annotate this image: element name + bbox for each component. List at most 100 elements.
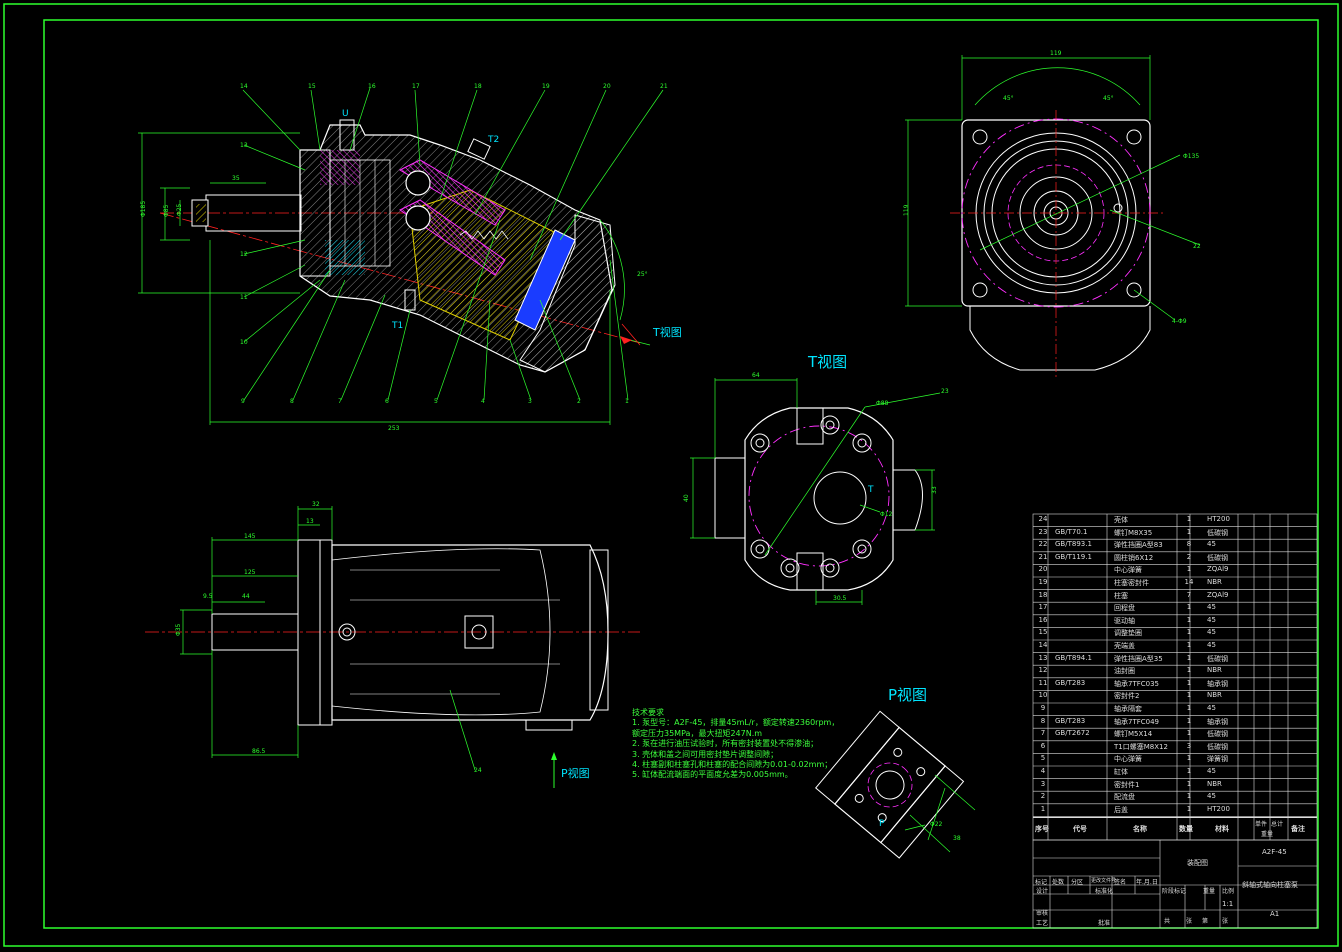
bom-cell-name: 驱动轴 xyxy=(1114,616,1135,625)
dim-side-len-2: 125 xyxy=(244,569,256,576)
balloon-13: 13 xyxy=(240,142,248,149)
bom-cell-name: T1口螺塞M8X12 xyxy=(1114,742,1168,751)
bom-cell-qty: 1 xyxy=(1186,527,1192,536)
bom-header-no: 序号 xyxy=(1035,825,1049,833)
bom-cell-qty: 1 xyxy=(1186,565,1192,574)
bom-cell-no: 10 xyxy=(1038,691,1048,700)
balloon-7: 7 xyxy=(338,398,342,405)
bom-cell-name: 轴承隔套 xyxy=(1114,705,1142,713)
bom-cell-qty: 1 xyxy=(1186,754,1192,763)
bom-cell-no: 21 xyxy=(1038,552,1048,561)
bom-cell-mat: NBR xyxy=(1207,666,1222,675)
bom-cell-no: 18 xyxy=(1038,590,1048,599)
bom-cell-name: 柱塞 xyxy=(1114,591,1128,600)
bom-cell-mat: 低碳钢 xyxy=(1207,730,1228,739)
inner-frame xyxy=(43,19,1319,929)
bom-cell-code: GB/T893.1 xyxy=(1055,540,1092,549)
bom-cell-qty: 1 xyxy=(1186,615,1192,624)
tb-process: 工艺 xyxy=(1036,920,1049,927)
outer-frame xyxy=(3,3,1339,947)
bom-cell-mat: 弹簧钢 xyxy=(1207,755,1228,764)
bom-header-mat: 材料 xyxy=(1215,825,1229,833)
bom-cell-qty: 3 xyxy=(1186,741,1192,750)
bom-cell-qty: 2 xyxy=(1186,552,1192,561)
bom-cell-mat: 低碳钢 xyxy=(1207,528,1228,537)
bom-cell-no: 14 xyxy=(1038,641,1048,649)
bom-cell-qty: 1 xyxy=(1186,678,1192,687)
balloon-12: 12 xyxy=(240,251,248,258)
p-view xyxy=(815,710,976,859)
bom-cell-name: 壳体 xyxy=(1114,516,1128,524)
tb-row-label-3: 更改文件号 xyxy=(1091,878,1117,884)
notes-line-6: 5. 缸体配流端面的平面度允差为0.005mm。 xyxy=(632,770,793,780)
tb-subtitle: 斜轴式轴向柱塞泵 xyxy=(1242,881,1298,889)
dim-p-angle: Φ22 xyxy=(930,821,943,828)
dim-right-dia: Φ135 xyxy=(1183,153,1199,160)
bom-cell-qty: 14 xyxy=(1184,578,1194,586)
bom-cell-mat: 低碳钢 xyxy=(1207,654,1228,663)
balloon-9: 9 xyxy=(241,398,245,405)
bom-cell-mat: 45 xyxy=(1207,792,1216,801)
dim-side-top-2: 13 xyxy=(306,518,314,525)
bom-cell-name: 密封件2 xyxy=(1114,692,1140,701)
dim-t-dia: Φ88 xyxy=(876,400,889,407)
tb-row-label-4: 签名 xyxy=(1114,879,1127,886)
balloon-4: 4 xyxy=(481,398,485,405)
dim-t-width: 64 xyxy=(752,372,760,379)
bom-cell-no: 9 xyxy=(1040,704,1046,712)
bom-cell-no: 8 xyxy=(1040,716,1046,725)
bom-cell-mat: 45 xyxy=(1207,704,1216,712)
bom-cell-mat: NBR xyxy=(1207,578,1222,586)
bom-cell-mat: 45 xyxy=(1207,767,1216,775)
bom-cell-mat: HT200 xyxy=(1207,515,1230,523)
bom-cell-name: 回程盘 xyxy=(1114,604,1135,613)
notes-line-3: 2. 泵在进行油压试验时，所有密封装置处不得渗油； xyxy=(632,739,819,749)
tb-design: 设计 xyxy=(1036,888,1049,895)
bom-cell-mat: 轴承钢 xyxy=(1207,717,1228,726)
bom-cell-mat: 45 xyxy=(1207,603,1216,612)
bom-cell-no: 15 xyxy=(1038,628,1048,637)
bom-cell-name: 缸体 xyxy=(1114,768,1128,776)
main-section-view xyxy=(138,87,664,425)
bom-cell-no: 24 xyxy=(1038,515,1048,523)
bom-cell-name: 配流盘 xyxy=(1114,793,1135,802)
bom-cell-no: 22 xyxy=(1038,540,1048,549)
bom-cell-qty: 1 xyxy=(1186,653,1192,662)
dim-t-hole: Φ12 xyxy=(880,511,893,518)
bom-header-total: 总计 xyxy=(1271,821,1284,828)
tb-approve: 批准 xyxy=(1098,920,1111,927)
bom-cell-name: 后盖 xyxy=(1114,805,1128,814)
port-t-label: T xyxy=(867,485,874,495)
bom-cell-no: 19 xyxy=(1038,578,1048,586)
bom-cell-no: 2 xyxy=(1040,792,1046,801)
bom-cell-no: 4 xyxy=(1040,767,1046,775)
t-view-arrow-label: T视图 xyxy=(652,325,682,339)
balloon-21: 21 xyxy=(660,83,668,90)
bom-cell-mat: 低碳钢 xyxy=(1207,553,1228,562)
tb-standard: 标准化 xyxy=(1095,888,1114,895)
bom-cell-qty: 1 xyxy=(1186,666,1192,675)
notes-title: 技术要求 xyxy=(632,708,664,717)
bom-cell-qty: 1 xyxy=(1186,729,1192,738)
bom-cell-no: 5 xyxy=(1040,754,1046,763)
bom-cell-mat: HT200 xyxy=(1207,804,1230,813)
notes-line-2: 额定压力35MPa，最大扭矩247N.m xyxy=(632,728,763,738)
title-block-grid xyxy=(1032,839,1318,929)
bom-cell-no: 23 xyxy=(1038,527,1048,536)
bom-header-qty: 数量 xyxy=(1179,825,1193,833)
tb-drawing-name: A2F-45 xyxy=(1262,848,1287,856)
dim-t-right: 33 xyxy=(931,486,938,494)
tb-ratio: 比例 xyxy=(1222,888,1235,895)
balloon-15: 15 xyxy=(308,83,316,90)
